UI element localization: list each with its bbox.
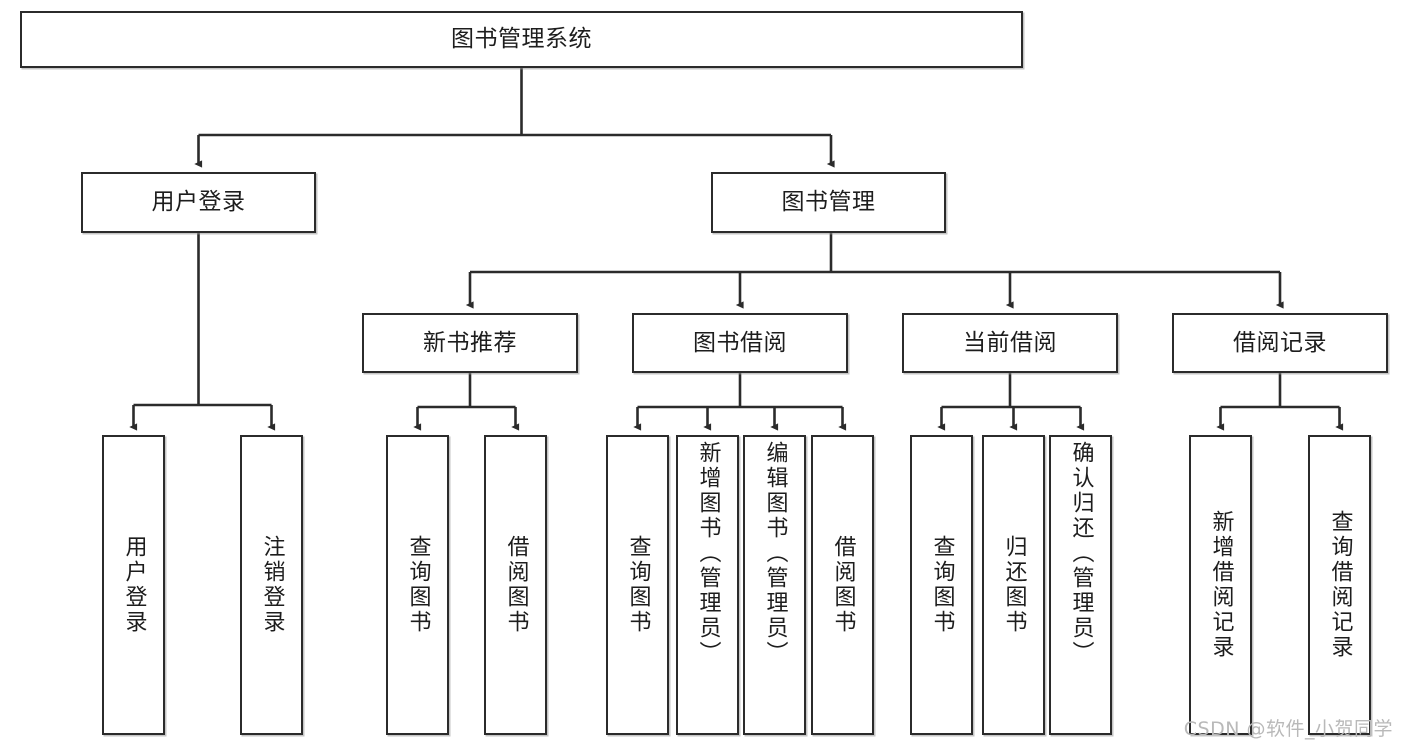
node-leaf-borrow-book[interactable]: 借阅图书: [811, 435, 874, 735]
node-book-borrow[interactable]: 图书借阅: [632, 313, 848, 373]
node-leaf-query-book-recommend[interactable]: 查询图书: [386, 435, 449, 735]
node-label: 新书推荐: [423, 329, 517, 356]
node-current-borrow[interactable]: 当前借阅: [902, 313, 1118, 373]
node-label: 归还图书: [1001, 535, 1027, 635]
node-leaf-logout[interactable]: 注销登录: [240, 435, 303, 735]
node-leaf-add-book-admin[interactable]: 新增图书（管理员）: [676, 435, 739, 735]
node-label: 用户登录: [151, 189, 246, 216]
watermark: CSDN @软件_小贺同学: [1183, 718, 1393, 740]
node-label: 查询图书: [405, 535, 431, 635]
node-label: 确认归还（管理员）: [1068, 441, 1094, 666]
node-label: 当前借阅: [963, 329, 1057, 356]
node-label: 用户登录: [121, 535, 147, 635]
node-label: 编辑图书（管理员）: [762, 441, 788, 666]
node-leaf-edit-book-admin[interactable]: 编辑图书（管理员）: [743, 435, 806, 735]
node-label: 图书管理: [781, 189, 876, 216]
node-user-login[interactable]: 用户登录: [81, 172, 316, 233]
node-borrow-record[interactable]: 借阅记录: [1172, 313, 1388, 373]
node-leaf-confirm-return-admin[interactable]: 确认归还（管理员）: [1049, 435, 1112, 735]
node-label: 查询借阅记录: [1327, 510, 1353, 660]
node-label: 新增借阅记录: [1208, 510, 1234, 660]
node-label: 图书管理系统: [451, 26, 592, 53]
node-leaf-borrow-book-recommend[interactable]: 借阅图书: [484, 435, 547, 735]
node-label: 借阅记录: [1233, 329, 1327, 356]
node-label: 查询图书: [929, 535, 955, 635]
node-book-management[interactable]: 图书管理: [711, 172, 946, 233]
node-leaf-query-book-borrow[interactable]: 查询图书: [606, 435, 669, 735]
node-label: 查询图书: [625, 535, 651, 635]
node-leaf-add-borrow-record[interactable]: 新增借阅记录: [1189, 435, 1252, 735]
node-leaf-user-login[interactable]: 用户登录: [102, 435, 165, 735]
node-label: 新增图书（管理员）: [695, 441, 721, 666]
node-label: 借阅图书: [830, 535, 856, 635]
node-label: 图书借阅: [693, 329, 787, 356]
node-leaf-return-book[interactable]: 归还图书: [982, 435, 1045, 735]
node-leaf-query-book-current[interactable]: 查询图书: [910, 435, 973, 735]
node-new-book-recommend[interactable]: 新书推荐: [362, 313, 578, 373]
node-label: 借阅图书: [503, 535, 529, 635]
node-leaf-query-borrow-record[interactable]: 查询借阅记录: [1308, 435, 1371, 735]
node-root-system[interactable]: 图书管理系统: [20, 11, 1023, 68]
node-label: 注销登录: [259, 535, 285, 635]
